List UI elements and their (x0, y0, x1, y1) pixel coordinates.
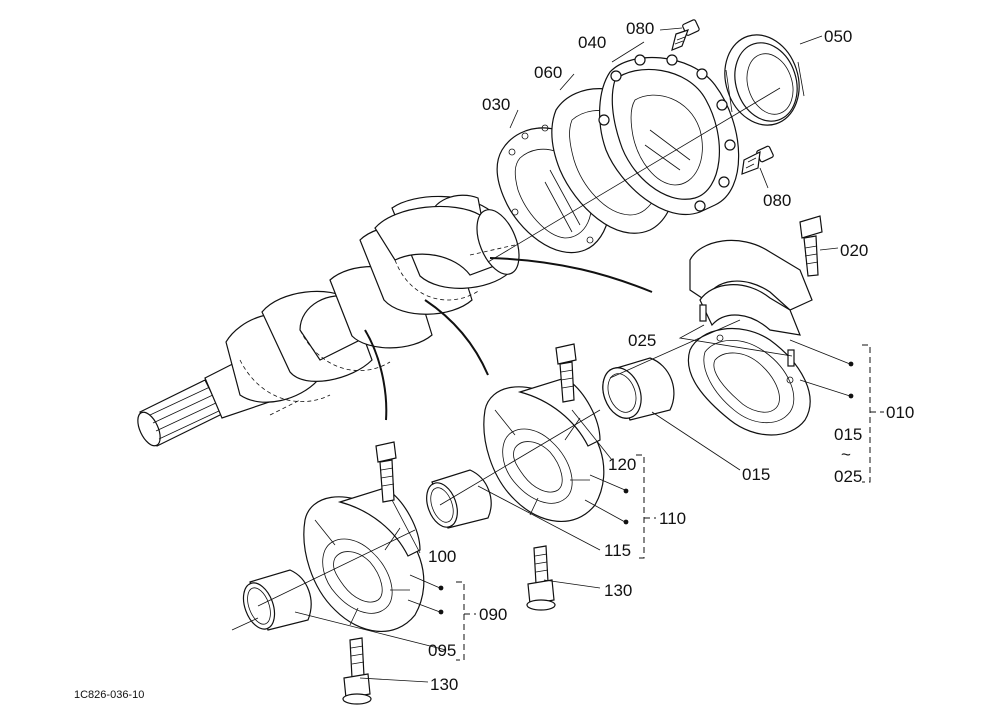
callout-010: 010 (886, 403, 914, 422)
drawing-code: 1C826-036-10 (74, 689, 144, 701)
crankshaft (137, 194, 520, 447)
callout-060: 060 (534, 63, 562, 82)
bracket-010 (862, 344, 884, 483)
bearing-115 (426, 469, 492, 529)
bolt-020 (799, 215, 823, 277)
callout-025-pin: 025 (628, 331, 656, 350)
callout-095: 095 (428, 641, 456, 660)
bolt-080-lower (741, 145, 774, 175)
bearing-case-110 (483, 377, 605, 523)
bearing-case-010 (687, 239, 813, 436)
bearing-015 (602, 357, 675, 421)
bracket-110 (636, 454, 656, 559)
bearing-095 (242, 569, 312, 631)
callout-110: 110 (659, 509, 686, 528)
callout-120: 120 (608, 455, 636, 474)
callout-040: 040 (578, 33, 606, 52)
bolt-080-upper (671, 19, 700, 51)
callout-100: 100 (428, 547, 456, 566)
callout-050: 050 (824, 27, 852, 46)
leader-lines (294, 27, 851, 683)
assembly-curve-010 (489, 257, 653, 293)
callout-080-upper: 080 (626, 19, 654, 38)
oil-seal-050 (724, 34, 805, 126)
callout-115: 115 (604, 541, 631, 560)
bolt-130-lower (342, 637, 372, 705)
callout-range-tilde: ~ (841, 445, 851, 464)
callout-015-range: 015 (834, 425, 862, 444)
bolt-130-upper (526, 545, 556, 611)
callout-130-lower: 130 (430, 675, 458, 694)
callout-090: 090 (479, 605, 507, 624)
callout-030: 030 (482, 95, 510, 114)
callout-015: 015 (742, 465, 770, 484)
bearing-case-090 (303, 487, 425, 633)
assembly-curve-090 (364, 329, 388, 421)
callout-020: 020 (840, 241, 868, 260)
assembly-curve-110 (424, 299, 489, 376)
callout-025-range: 025 (834, 467, 862, 486)
callout-080-lower: 080 (763, 191, 791, 210)
bracket-090 (456, 581, 476, 661)
callout-130-upper: 130 (604, 581, 632, 600)
bolt-120 (555, 343, 577, 403)
bolt-100 (375, 441, 397, 503)
